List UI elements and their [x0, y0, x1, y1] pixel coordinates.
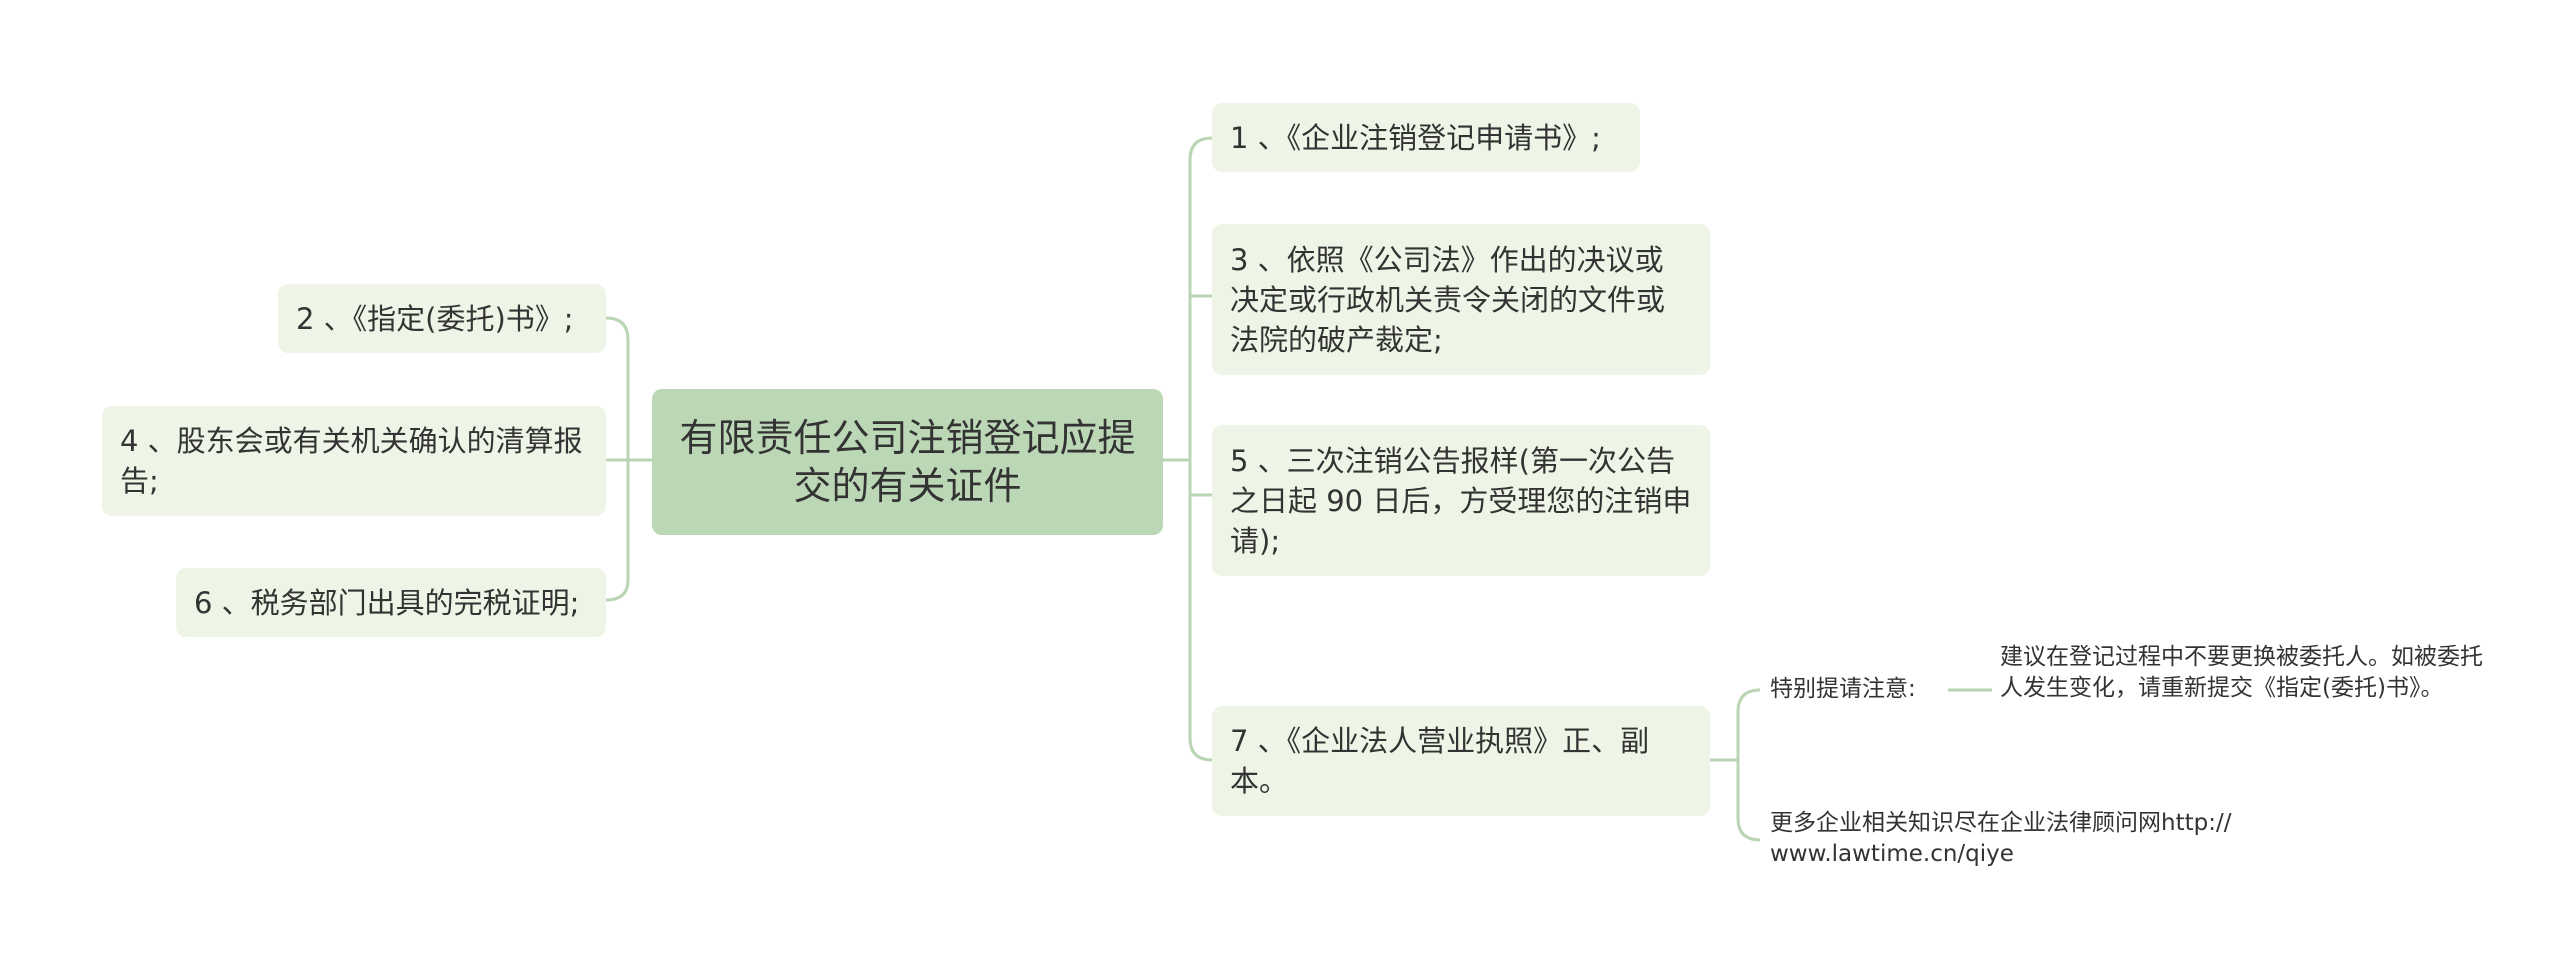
notice-label-text: 特别提请注意:	[1770, 676, 1916, 702]
right-item-5-label: 5 、三次注销公告报样(第一次公告之日起 90 日后，方受理您的注销申请);	[1230, 443, 1692, 558]
right-item-1[interactable]: 1 、《企业注销登记申请书》;	[1212, 103, 1640, 172]
left-item-6[interactable]: 6 、税务部门出具的完税证明;	[176, 568, 606, 637]
more-info-text: 更多企业相关知识尽在企业法律顾问网http://www.lawtime.cn/q…	[1770, 810, 2232, 867]
notice-label[interactable]: 特别提请注意:	[1770, 674, 1950, 705]
left-item-4[interactable]: 4 、股东会或有关机关确认的清算报告;	[102, 406, 606, 516]
connector-right-item-1	[1188, 136, 1213, 762]
notice-detail-text: 建议在登记过程中不要更换被委托人。如被委托人发生变化，请重新提交《指定(委托)书…	[2000, 644, 2483, 701]
root-node[interactable]: 有限责任公司注销登记应提交的有关证件	[652, 389, 1163, 535]
right-item-7[interactable]: 7 、《企业法人营业执照》正、副本。	[1212, 706, 1710, 816]
more-info[interactable]: 更多企业相关知识尽在企业法律顾问网http://www.lawtime.cn/q…	[1770, 808, 2248, 870]
left-item-4-label: 4 、股东会或有关机关确认的清算报告;	[120, 424, 583, 498]
left-item-6-label: 6 、税务部门出具的完税证明;	[194, 585, 580, 620]
connector-item7-notice	[1736, 688, 1761, 842]
left-item-2-label: 2 、《指定(委托)书》;	[296, 301, 574, 336]
right-item-5[interactable]: 5 、三次注销公告报样(第一次公告之日起 90 日后，方受理您的注销申请);	[1212, 425, 1710, 576]
right-item-3[interactable]: 3 、依照《公司法》作出的决议或决定或行政机关责令关闭的文件或法院的破产裁定;	[1212, 224, 1710, 375]
notice-detail[interactable]: 建议在登记过程中不要更换被委托人。如被委托人发生变化，请重新提交《指定(委托)书…	[2000, 642, 2490, 704]
right-item-7-label: 7 、《企业法人营业执照》正、副本。	[1230, 724, 1650, 798]
root-node-label: 有限责任公司注销登记应提交的有关证件	[679, 416, 1136, 508]
right-item-3-label: 3 、依照《公司法》作出的决议或决定或行政机关责令关闭的文件或法院的破产裁定;	[1230, 242, 1666, 357]
left-item-2[interactable]: 2 、《指定(委托)书》;	[278, 284, 606, 353]
right-item-1-label: 1 、《企业注销登记申请书》;	[1230, 120, 1601, 155]
